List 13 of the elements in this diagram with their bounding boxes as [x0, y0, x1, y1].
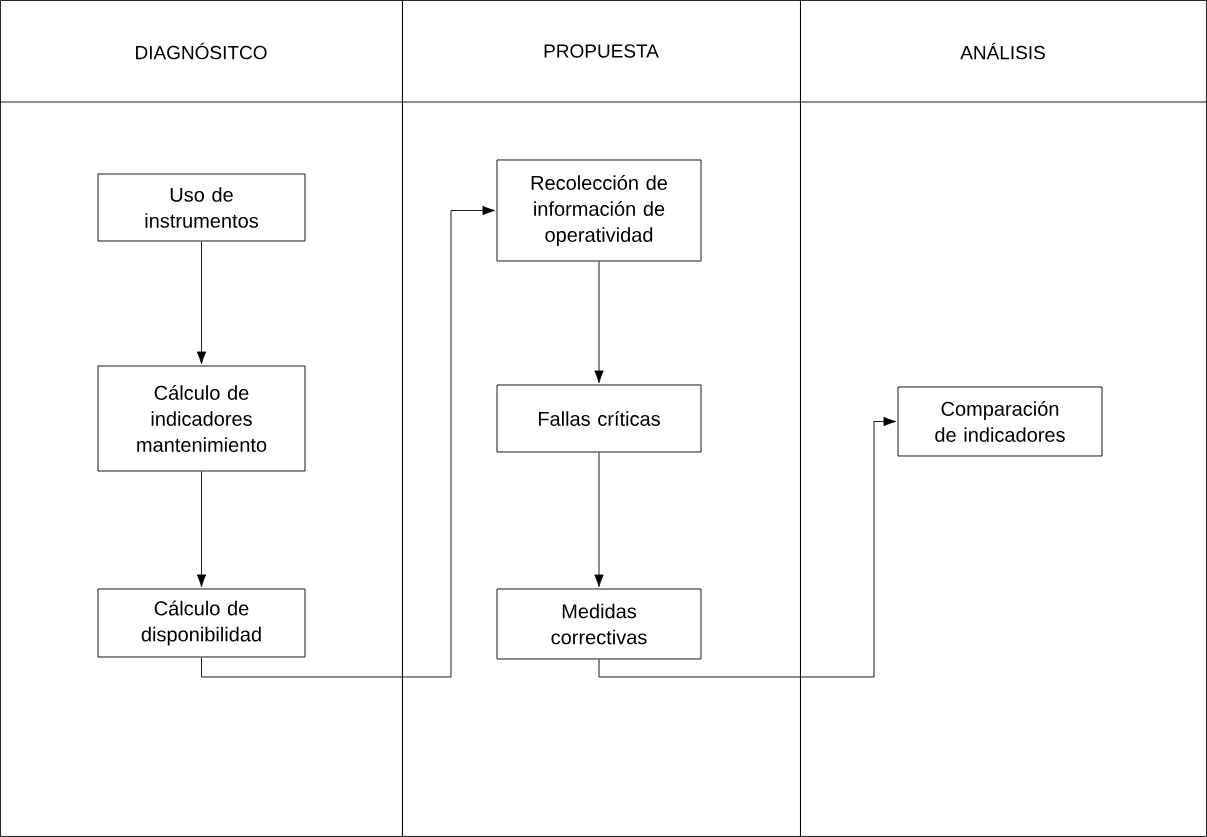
- arrow: [201, 205, 496, 678]
- process-box: Comparación de indicadores: [897, 386, 1103, 457]
- arrow: [196, 471, 207, 588]
- arrow: [594, 261, 604, 384]
- process-box: Cálculo de disponibilidad: [97, 588, 306, 658]
- arrow: [594, 452, 604, 588]
- process-box: Medidas correctivas: [496, 588, 702, 660]
- process-box: Fallas críticas: [496, 384, 702, 453]
- process-box: Uso de instrumentos: [97, 173, 306, 242]
- process-box: Cálculo de indicadores mantenimiento: [97, 365, 306, 472]
- arrow: [196, 241, 207, 365]
- process-box: Recolección de información de operatividad: [496, 159, 702, 262]
- arrow: [598, 416, 897, 678]
